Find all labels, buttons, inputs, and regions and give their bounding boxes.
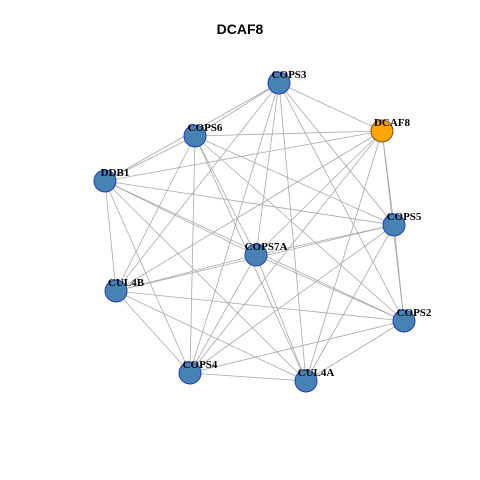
node-cul4b[interactable] xyxy=(104,279,128,303)
node-label-cops6: COPS6 xyxy=(188,122,223,134)
edge-cops3-cul4a xyxy=(278,82,307,382)
node-label-cul4b: CUL4B xyxy=(108,277,145,289)
node-layer xyxy=(93,71,416,393)
edge-dcaf8-ddb1 xyxy=(104,130,383,182)
edge-cops3-cops2 xyxy=(278,82,405,322)
edge-cul4b-cops4 xyxy=(115,290,191,374)
edge-cops3-cops4 xyxy=(189,82,280,374)
edge-dcaf8-cops4 xyxy=(189,130,383,374)
edge-ddb1-cul4a xyxy=(104,180,307,382)
edge-cops7a-cul4b xyxy=(115,254,257,292)
edge-cops7a-cops4 xyxy=(189,254,257,374)
node-ddb1[interactable] xyxy=(93,169,117,193)
node-label-cops7a: COPS7A xyxy=(245,241,288,253)
edge-cops6-cops2 xyxy=(194,135,405,322)
edge-cul4b-cul4a xyxy=(115,290,307,382)
edge-layer xyxy=(104,82,405,382)
edge-cops5-cops4 xyxy=(189,224,395,374)
edge-cul4b-cops2 xyxy=(115,290,405,322)
edge-cops3-cops7a xyxy=(255,82,280,256)
node-label-cul4a: CUL4A xyxy=(298,367,335,379)
edge-cops5-cops2 xyxy=(393,224,405,322)
edge-dcaf8-cul4a xyxy=(305,130,383,382)
edge-cops6-cops7a xyxy=(194,135,257,256)
node-cops3[interactable] xyxy=(267,71,291,95)
edge-cops7a-cul4a xyxy=(255,254,307,382)
edge-cops3-cul4b xyxy=(115,82,280,292)
edge-ddb1-cops4 xyxy=(104,180,191,374)
node-label-cops4: COPS4 xyxy=(183,359,218,371)
edge-cops3-dcaf8 xyxy=(278,82,383,132)
edge-cops2-cops4 xyxy=(189,320,405,374)
edge-cops6-cops4 xyxy=(189,135,196,374)
edge-cops5-cops7a xyxy=(255,224,395,256)
edge-cops6-ddb1 xyxy=(104,135,196,182)
edge-cops2-cul4a xyxy=(305,320,405,382)
edge-cops3-cops6 xyxy=(194,82,280,137)
node-cops7a[interactable] xyxy=(244,243,268,267)
node-label-cops2: COPS2 xyxy=(397,307,432,319)
edge-dcaf8-cops7a xyxy=(255,130,383,256)
node-dcaf8[interactable] xyxy=(370,119,394,143)
edge-cops7a-cops2 xyxy=(255,254,405,322)
node-label-cops5: COPS5 xyxy=(387,211,422,223)
node-label-dcaf8: DCAF8 xyxy=(374,117,411,129)
node-cops5[interactable] xyxy=(382,213,406,237)
edge-cops5-cul4a xyxy=(305,224,395,382)
edge-dcaf8-cul4b xyxy=(115,130,383,292)
edge-cops3-cops5 xyxy=(278,82,395,226)
node-cops4[interactable] xyxy=(178,361,202,385)
edge-cops6-cul4b xyxy=(115,135,196,292)
node-label-ddb1: DDB1 xyxy=(101,167,130,179)
edge-cops6-cops5 xyxy=(194,135,395,226)
edge-ddb1-cul4b xyxy=(104,180,117,292)
edge-ddb1-cops7a xyxy=(104,180,257,256)
graph-title: DCAF8 xyxy=(216,21,264,37)
edge-ddb1-cops5 xyxy=(104,180,395,226)
node-cops2[interactable] xyxy=(392,309,416,333)
node-cul4a[interactable] xyxy=(294,369,318,393)
edge-dcaf8-cops6 xyxy=(194,130,383,137)
node-cops6[interactable] xyxy=(183,124,207,148)
node-label-cops3: COPS3 xyxy=(272,69,307,81)
edge-cops4-cul4a xyxy=(189,372,307,382)
